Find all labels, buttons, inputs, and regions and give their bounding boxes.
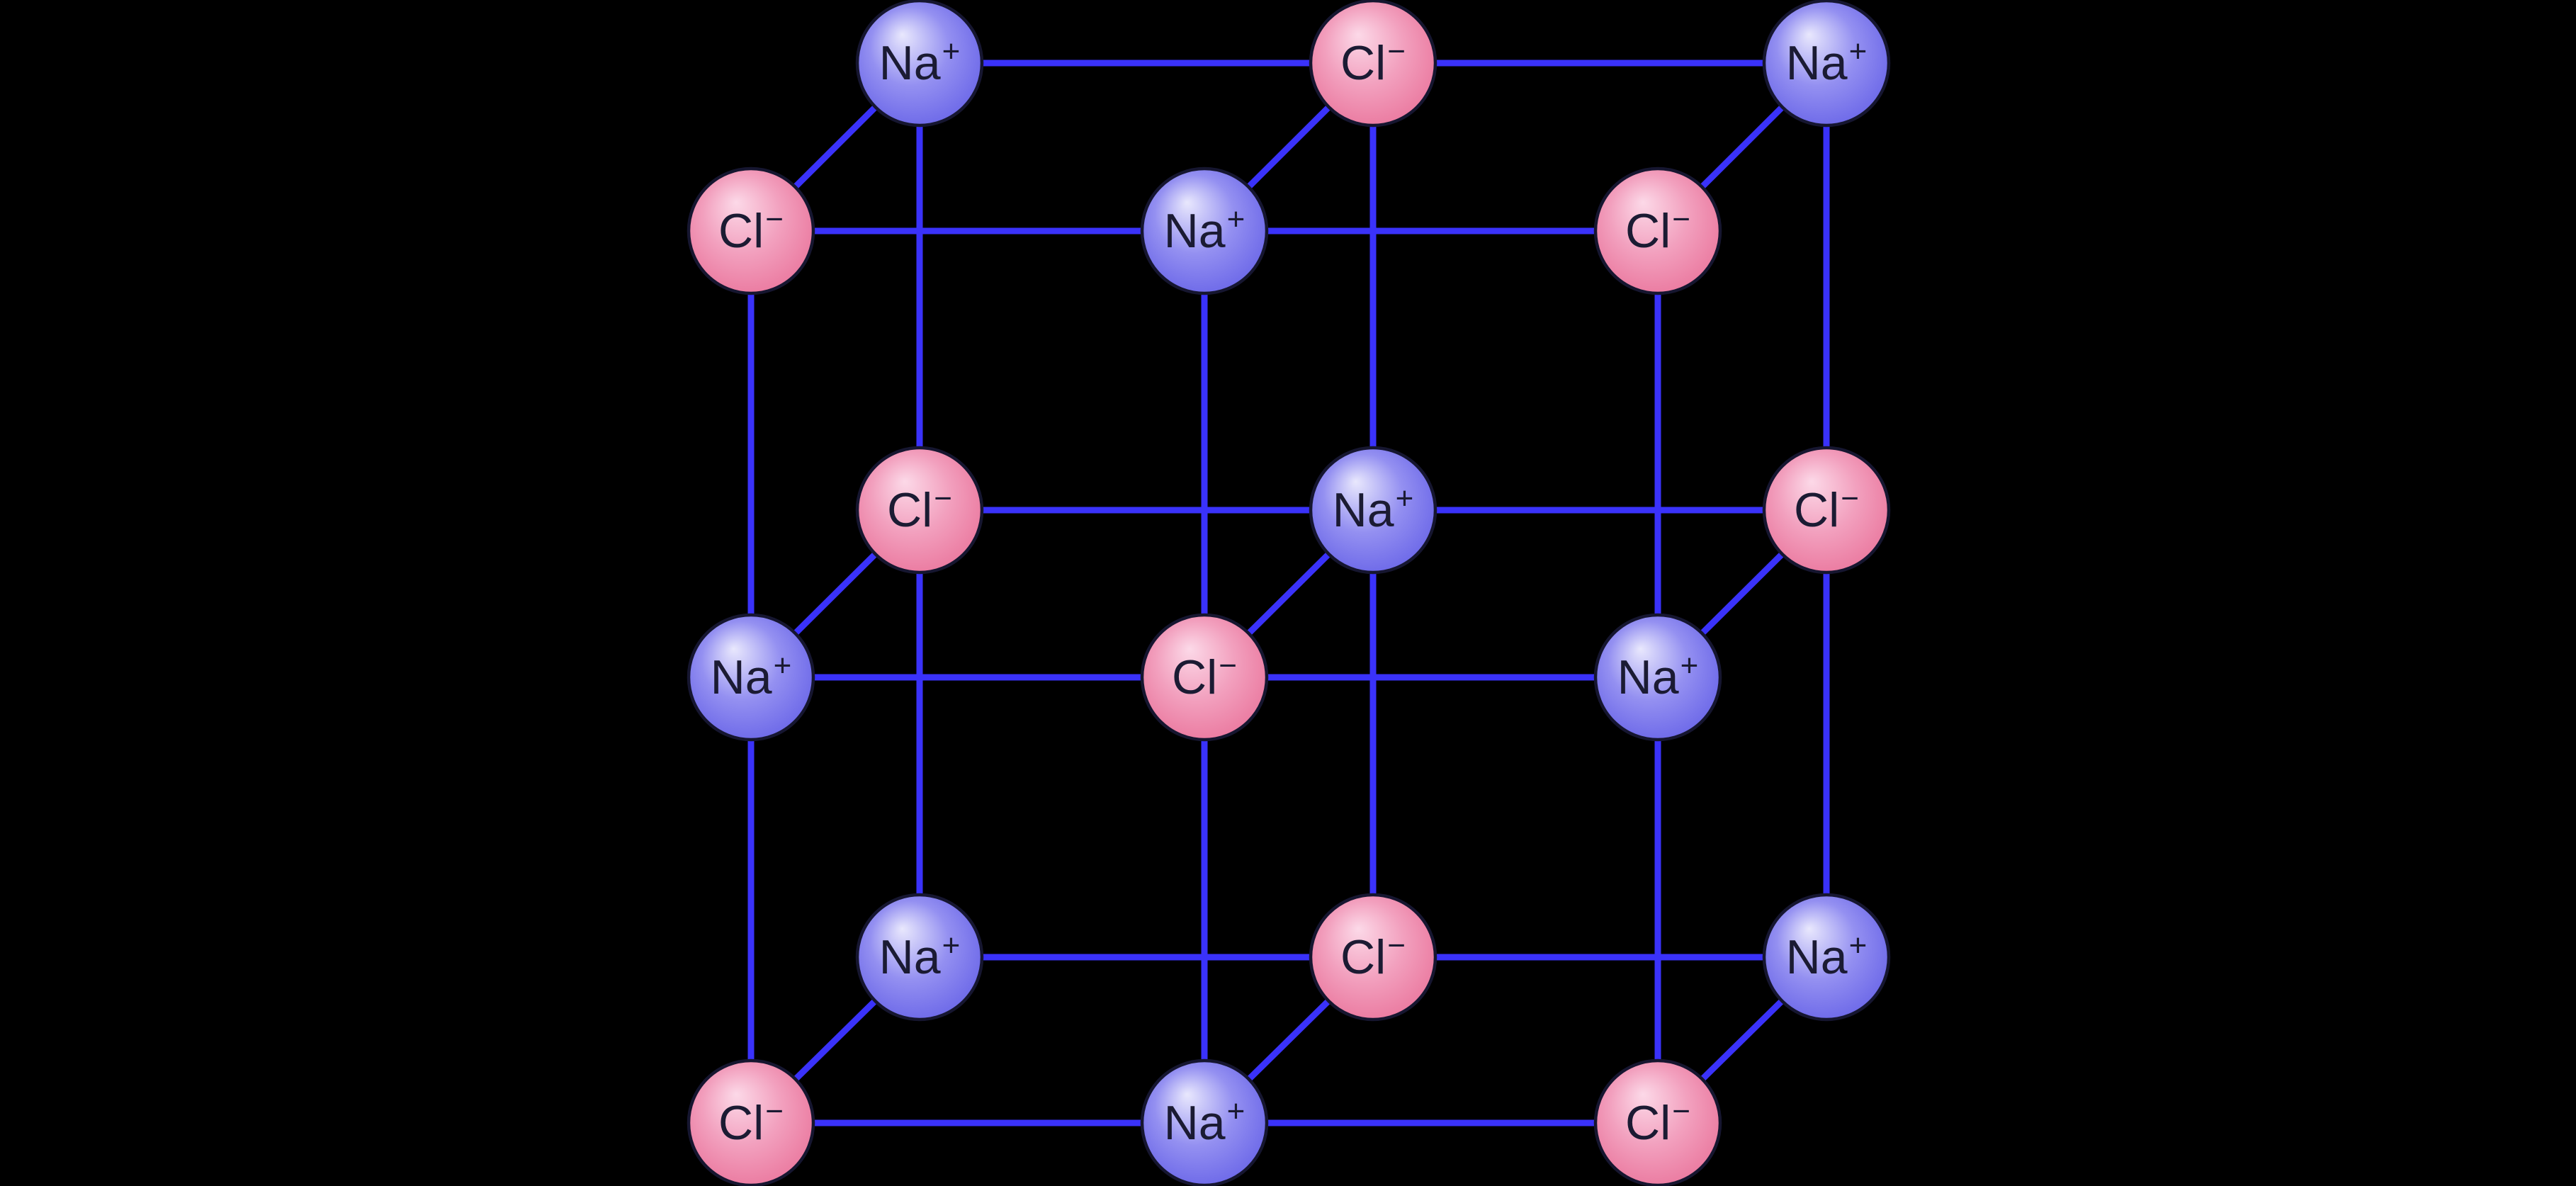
ion-label-na: Na+ [879, 928, 961, 984]
ion-sphere-na [1140, 1058, 1269, 1186]
ion-sphere-na [855, 0, 984, 128]
ion-sphere-na [1309, 446, 1437, 575]
ion-sphere-na [687, 613, 815, 742]
ion-node-na: Na+ [1762, 893, 1891, 1022]
ion-label-na: Na+ [1786, 34, 1868, 90]
ion-sphere-na [1140, 166, 1269, 295]
ion-node-na: Na+ [687, 613, 815, 742]
ion-sphere-cl [1309, 893, 1437, 1022]
ion-node-na: Na+ [1309, 446, 1437, 575]
ion-node-cl: Cl− [1762, 446, 1891, 575]
ion-layer: Na+ Cl− Na+ Cl− Na+ Cl− Na+ Cl− Na+ Cl− Na+ Cl− Na+ C… [687, 0, 1891, 1186]
ion-label-cl: Cl− [1340, 928, 1406, 984]
ion-node-cl: Cl− [1593, 166, 1722, 295]
ion-sphere-cl [1140, 613, 1269, 742]
ion-sphere-cl [855, 446, 984, 575]
ion-label-cl: Cl− [887, 481, 952, 537]
ion-label-na: Na+ [711, 648, 792, 704]
ion-sphere-cl [687, 166, 815, 295]
ion-sphere-na [1593, 613, 1722, 742]
ion-label-na: Na+ [1164, 1094, 1245, 1150]
ion-label-cl: Cl− [1625, 1094, 1690, 1150]
ion-node-cl: Cl− [687, 166, 815, 295]
ion-node-na: Na+ [855, 0, 984, 128]
ion-sphere-cl [1762, 446, 1891, 575]
ion-label-cl: Cl− [1794, 481, 1859, 537]
ion-sphere-na [1762, 0, 1891, 128]
ion-node-cl: Cl− [1593, 1058, 1722, 1186]
ion-label-cl: Cl− [718, 202, 784, 258]
ion-node-cl: Cl− [855, 446, 984, 575]
bond-layer [747, 60, 1830, 1126]
ion-sphere-cl [687, 1058, 815, 1186]
ion-node-cl: Cl− [1140, 613, 1269, 742]
ion-label-cl: Cl− [1172, 648, 1237, 704]
ion-label-cl: Cl− [1625, 202, 1690, 258]
ion-node-na: Na+ [1593, 613, 1722, 742]
ion-label-na: Na+ [1786, 928, 1868, 984]
ion-sphere-na [855, 893, 984, 1022]
ion-label-cl: Cl− [1340, 34, 1406, 90]
ion-node-cl: Cl− [1309, 0, 1437, 128]
ion-node-na: Na+ [1140, 1058, 1269, 1186]
ion-node-cl: Cl− [687, 1058, 815, 1186]
ion-node-cl: Cl− [1309, 893, 1437, 1022]
ion-node-na: Na+ [1762, 0, 1891, 128]
ion-sphere-cl [1593, 166, 1722, 295]
ion-label-na: Na+ [1617, 648, 1699, 704]
ion-node-na: Na+ [1140, 166, 1269, 295]
ion-sphere-cl [1309, 0, 1437, 128]
ion-label-cl: Cl− [718, 1094, 784, 1150]
ion-sphere-cl [1593, 1058, 1722, 1186]
ion-label-na: Na+ [879, 34, 961, 90]
ion-label-na: Na+ [1164, 202, 1245, 258]
ion-label-na: Na+ [1333, 481, 1414, 537]
ion-sphere-na [1762, 893, 1891, 1022]
ion-node-na: Na+ [855, 893, 984, 1022]
